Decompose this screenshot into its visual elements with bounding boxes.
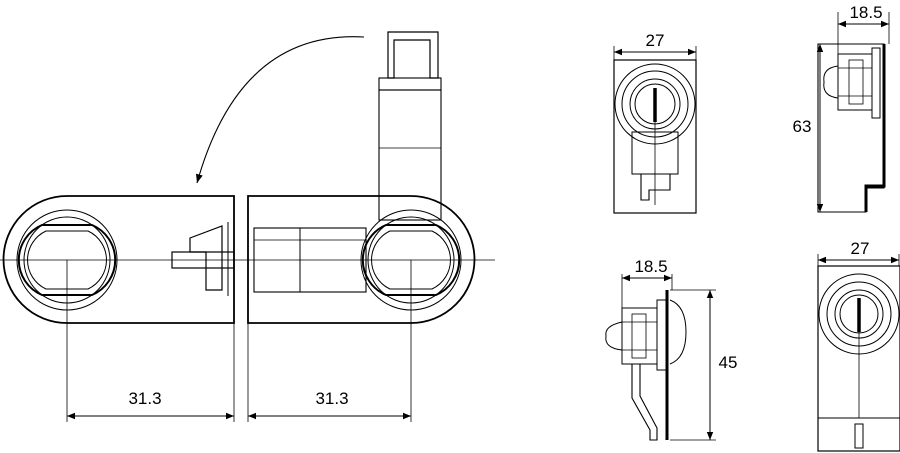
side-depth-top-label: 18.5 <box>849 3 882 22</box>
front-view-top <box>613 46 697 214</box>
side-height-top-label: 63 <box>793 117 812 136</box>
left-assembly-view <box>0 31 495 422</box>
left-half-body <box>2 195 235 324</box>
right-width-label: 31.3 <box>315 389 348 408</box>
left-cam <box>189 225 223 291</box>
front-width-top-label: 27 <box>646 31 665 50</box>
left-width-label: 31.3 <box>128 389 161 408</box>
side-view-bottom <box>605 274 716 441</box>
rotated-cam <box>387 31 439 79</box>
front-view-bottom <box>817 254 900 452</box>
rotation-arrow <box>195 36 365 184</box>
side-depth-bottom-label: 18.5 <box>634 257 667 276</box>
side-height-bottom-label: 45 <box>719 353 738 372</box>
left-cylinder <box>17 224 117 296</box>
right-half-body <box>247 195 476 324</box>
side-view-top <box>816 12 890 213</box>
front-width-bottom-label: 27 <box>851 239 870 258</box>
